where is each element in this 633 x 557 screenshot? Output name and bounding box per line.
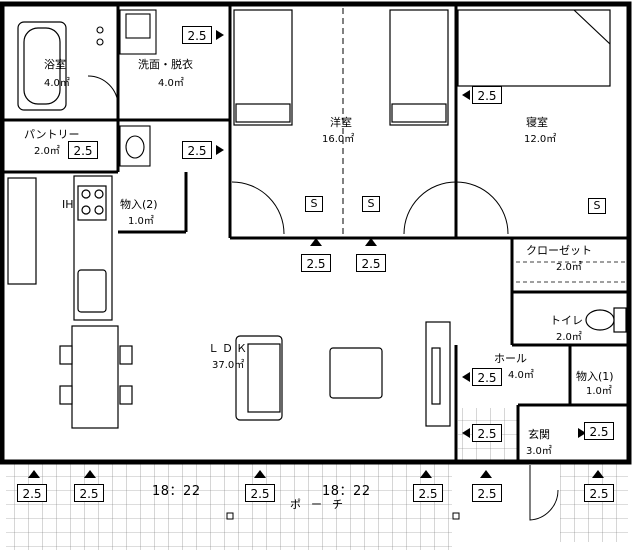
pantry-name: パントリー (24, 128, 80, 141)
beds (233, 9, 611, 126)
western-area: 16.0㎡ (322, 134, 355, 145)
closet-area: 2.0㎡ (556, 262, 582, 273)
fixtures (96, 9, 157, 167)
washroom-area: 4.0㎡ (158, 78, 184, 89)
bedroom-name: 寝室 (526, 116, 548, 129)
s-mark: S (588, 198, 606, 214)
dim-tag: 2.5 (68, 141, 98, 159)
storage1-name: 物入(1) (576, 370, 614, 383)
interior-walls (2, 4, 630, 462)
pantry-area: 2.0㎡ (34, 146, 60, 157)
dim-tag: 2.5 (584, 484, 614, 502)
hall-area: 4.0㎡ (508, 370, 534, 381)
dim-tag: 2.5 (182, 141, 212, 159)
chairs (59, 345, 133, 405)
toilet-name: トイレ (550, 314, 583, 327)
dim-tag: 2.5 (182, 26, 212, 44)
dim-tag: 2.5 (472, 368, 502, 386)
outer-walls (0, 1, 632, 465)
closet-hatch (516, 261, 626, 283)
dim-tag: 2.5 (301, 254, 331, 272)
bedroom-area: 12.0㎡ (524, 134, 557, 145)
bath-area: 4.0㎡ (44, 78, 70, 89)
closet-name: クローゼット (526, 244, 592, 257)
porch-tiles (6, 462, 452, 550)
ldk-name: ＬＤＫ (208, 342, 250, 355)
door-swings (87, 75, 559, 521)
entrance-area: 3.0㎡ (526, 446, 552, 457)
washroom-name: 洗面・脱衣 (138, 58, 193, 71)
storage2-area: 1.0㎡ (128, 216, 154, 227)
time-label-right: 18：22 (322, 484, 371, 499)
ldk-area: 37.0㎡ (212, 360, 245, 371)
porch-name: ポーチ (290, 498, 353, 511)
storage2-name: 物入(2) (120, 198, 158, 211)
dim-tag: 2.5 (472, 424, 502, 442)
bath-name: 浴室 (44, 58, 66, 71)
porch-marks (226, 512, 460, 520)
dim-tag: 2.5 (356, 254, 386, 272)
dim-tag: 2.5 (17, 484, 47, 502)
western-name: 洋室 (330, 116, 352, 129)
dim-tag: 2.5 (413, 484, 443, 502)
dim-tag: 2.5 (74, 484, 104, 502)
time-label-left: 18：22 (152, 484, 201, 499)
hall-name: ホール (494, 352, 527, 365)
entrance-name: 玄関 (528, 428, 550, 441)
storage1-area: 1.0㎡ (586, 386, 612, 397)
toilet-area: 2.0㎡ (556, 332, 582, 343)
toilet-fixture (585, 307, 627, 333)
dimension-arrows (28, 30, 604, 478)
s-mark: S (362, 196, 380, 212)
dim-tag: 2.5 (472, 484, 502, 502)
dim-tag: 2.5 (584, 422, 614, 440)
bathtub (17, 21, 67, 111)
dim-tag: 2.5 (472, 86, 502, 104)
s-mark: S (305, 196, 323, 212)
ih-name: IH (62, 198, 74, 211)
kitchen (7, 175, 119, 429)
living-furniture (235, 321, 451, 427)
dim-tag: 2.5 (245, 484, 275, 502)
